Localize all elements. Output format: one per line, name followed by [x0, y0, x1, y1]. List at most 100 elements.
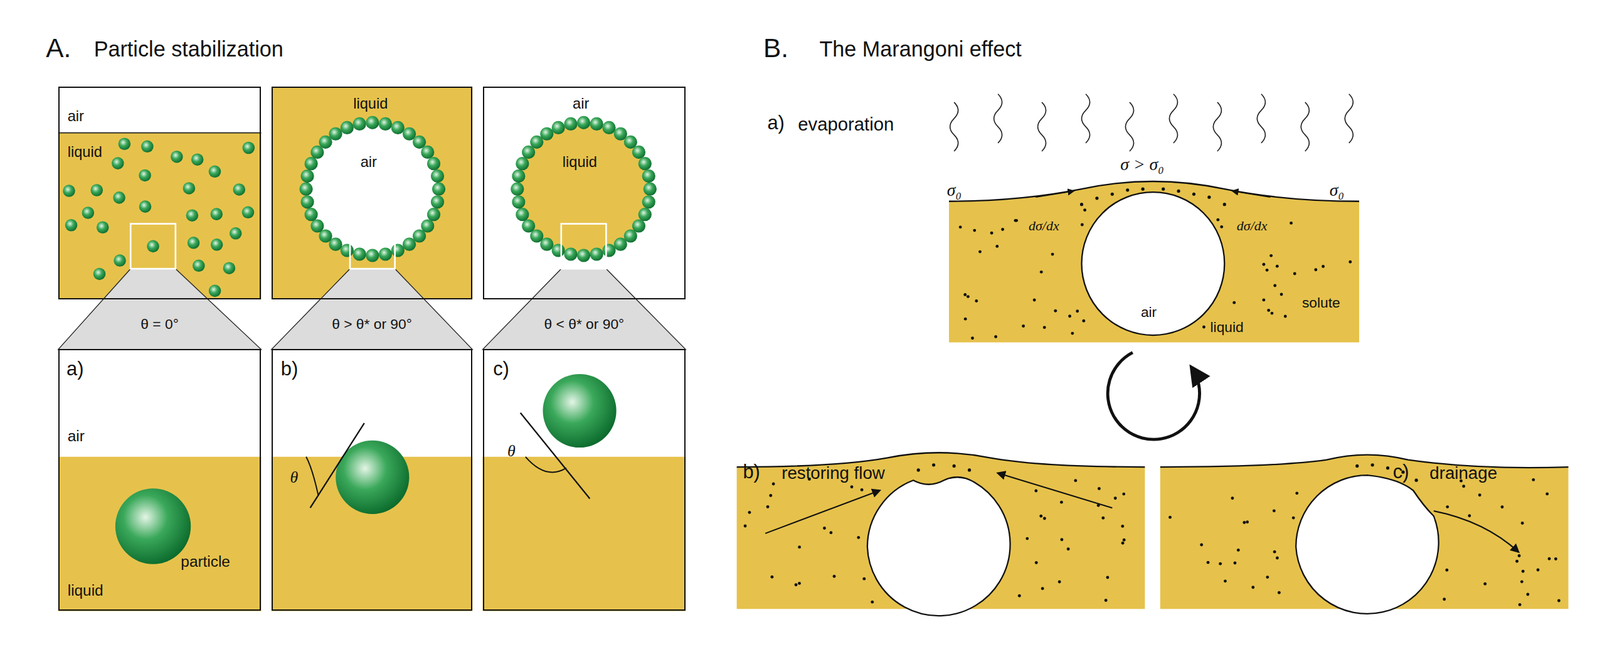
- solute-dot: [1386, 466, 1390, 470]
- particle: [186, 208, 199, 222]
- solute-dot: [1275, 556, 1279, 560]
- particle: [208, 284, 222, 298]
- solute-dot: [1273, 550, 1277, 554]
- solute-dot: [967, 467, 971, 472]
- solute-dot: [1536, 568, 1540, 572]
- solute-dot: [1520, 521, 1525, 525]
- solute-dot: [1236, 548, 1240, 552]
- solute-dot: [1277, 590, 1281, 594]
- label: liquid: [1210, 319, 1244, 335]
- solute-dot: [1219, 225, 1224, 229]
- particle: [365, 248, 379, 262]
- solute-dot: [1273, 284, 1277, 288]
- particle: [353, 117, 367, 131]
- solute-dot: [966, 294, 970, 298]
- box-label: liquid: [353, 95, 388, 113]
- label: drainage: [1429, 463, 1498, 483]
- solute-dot: [1080, 202, 1084, 206]
- solute-dot: [1270, 311, 1274, 315]
- solute-dot: [972, 228, 976, 233]
- solute-dot: [856, 535, 860, 539]
- box-label: θ < θ* or 90°: [544, 316, 625, 332]
- box-label: θ > θ* or 90°: [331, 316, 413, 332]
- particle: [340, 243, 354, 257]
- solute-dot: [1043, 516, 1047, 520]
- zoom-label: θ < θ* or 90°: [482, 301, 687, 347]
- panel-box: liquidair: [271, 86, 473, 299]
- solute-dot: [1176, 189, 1180, 193]
- solute-dot: [958, 225, 963, 229]
- solute-dot: [1025, 536, 1029, 541]
- label: restoring flow: [781, 463, 885, 483]
- solute-dot: [1231, 496, 1235, 500]
- solute-dot: [1043, 325, 1047, 329]
- particle: [540, 127, 554, 141]
- solute-dot: [1445, 568, 1449, 572]
- solute-dot: [1039, 270, 1044, 274]
- particle: [118, 137, 132, 151]
- particle: [427, 156, 441, 170]
- particle: [511, 169, 525, 183]
- particle: [430, 195, 445, 209]
- label: dσ/dx: [1028, 218, 1060, 234]
- solute-dot: [1261, 297, 1266, 302]
- solute-dot: [1218, 561, 1222, 566]
- solute-dot: [1121, 541, 1125, 545]
- particle: [138, 169, 152, 182]
- solute-dot: [1265, 268, 1269, 272]
- particle: [301, 195, 315, 209]
- particle: [643, 182, 657, 196]
- solute-dot: [1070, 331, 1074, 335]
- particle: [391, 121, 405, 135]
- solute-dot: [995, 244, 999, 248]
- vapor-wave: [1344, 94, 1353, 144]
- label: evaporation: [797, 114, 894, 135]
- box-label: b): [280, 358, 298, 380]
- solute-dot: [1251, 585, 1255, 589]
- solute-dot: [794, 582, 798, 586]
- solute-dot: [1075, 309, 1079, 313]
- particle: [510, 182, 524, 196]
- solute-dot: [1520, 579, 1524, 583]
- solute-dot: [970, 336, 975, 340]
- solute-dot: [1039, 514, 1043, 518]
- particle: [96, 220, 110, 234]
- particle: [112, 191, 126, 204]
- particle: [614, 237, 628, 251]
- particle: [208, 165, 222, 179]
- panel-box: a)airparticleliquid: [58, 348, 262, 610]
- solute-dot: [1058, 579, 1062, 583]
- solute-dot: [1518, 602, 1522, 606]
- solute-dot: [1120, 524, 1124, 528]
- vapor-wave: [1081, 94, 1091, 144]
- particle: [232, 183, 246, 196]
- solute-dot: [1445, 504, 1449, 509]
- particle: [563, 247, 578, 261]
- solute-dot: [1348, 260, 1352, 264]
- particle: [192, 259, 206, 273]
- solute-dot: [1080, 223, 1084, 227]
- particle: [521, 218, 536, 233]
- particle: [139, 200, 152, 213]
- solute-dot: [1017, 593, 1022, 598]
- particle: [328, 127, 342, 141]
- solute-dot: [1216, 218, 1220, 222]
- particle: [402, 237, 416, 251]
- solute-dot: [1053, 309, 1057, 313]
- solute-dot: [1207, 195, 1211, 199]
- solute-dot: [1223, 202, 1227, 206]
- solute-dot: [772, 482, 776, 486]
- solute-dot: [974, 299, 978, 303]
- solute-dot: [1462, 484, 1466, 488]
- solute-dot: [952, 464, 956, 468]
- solute-dot: [1265, 575, 1269, 579]
- solute-dot: [1266, 308, 1271, 312]
- solute-dot: [1034, 560, 1039, 564]
- particle: [304, 207, 318, 221]
- particle: [577, 116, 591, 130]
- particle: [223, 261, 236, 275]
- box-label: air: [67, 108, 85, 125]
- particle: [82, 206, 95, 219]
